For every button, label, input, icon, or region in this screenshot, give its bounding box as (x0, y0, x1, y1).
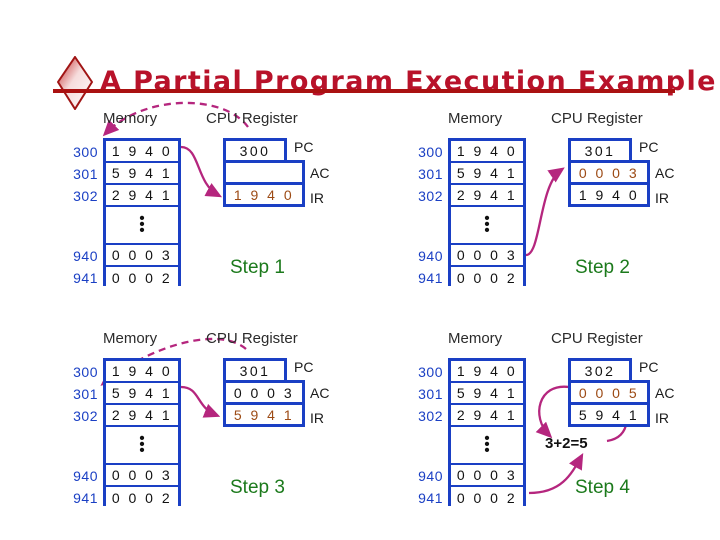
register-label-ir: IR (655, 190, 669, 206)
register-ac-value: 0 0 0 3 (223, 380, 305, 405)
diagram-step-1: Memory CPU Register 300 301 302 940 941 … (48, 101, 388, 315)
memory-address: 941 (73, 490, 98, 506)
memory-address: 300 (73, 144, 98, 160)
memory-block: 1 9 4 0 5 9 4 1 2 9 4 1 ••• 0 0 0 3 0 0 … (103, 138, 181, 289)
memory-cell: 2 9 4 1 (451, 185, 523, 207)
diagram-step-4: Memory CPU Register 300 301 302 940 941 … (393, 325, 720, 535)
memory-header: Memory (103, 330, 158, 347)
memory-address: 302 (418, 188, 443, 204)
memory-address: 300 (418, 364, 443, 380)
register-ir-value: 1 9 4 0 (568, 182, 650, 207)
memory-cell: 0 0 0 2 (106, 487, 178, 509)
register-label-ac: AC (310, 165, 330, 181)
memory-cell: 0 0 0 3 (451, 245, 523, 267)
step-label: Step 3 (230, 477, 285, 498)
memory-cell: 0 0 0 3 (106, 465, 178, 487)
cpu-header: CPU Register (206, 110, 298, 127)
title-divider (53, 89, 675, 93)
register-label-ir: IR (310, 190, 324, 206)
memory-address: 941 (73, 270, 98, 286)
diagram-step-3: Memory CPU Register 300 301 302 940 941 … (48, 325, 388, 535)
memory-address: 301 (418, 386, 443, 402)
register-label-pc: PC (294, 139, 314, 155)
memory-address: 301 (418, 166, 443, 182)
register-label-pc: PC (639, 359, 659, 375)
memory-cell: 1 9 4 0 (106, 361, 178, 383)
cpu-register-block: 300 1 9 4 0 (223, 138, 305, 207)
register-ir-value: 5 9 4 1 (223, 402, 305, 427)
memory-cell-ellipsis: ••• (451, 207, 523, 245)
memory-cell: 2 9 4 1 (106, 405, 178, 427)
cpu-header: CPU Register (551, 330, 643, 347)
register-label-pc: PC (294, 359, 314, 375)
register-label-ac: AC (655, 165, 675, 181)
memory-address: 302 (73, 408, 98, 424)
memory-address: 301 (73, 166, 98, 182)
memory-cell: 1 9 4 0 (451, 141, 523, 163)
memory-cell: 5 9 4 1 (106, 163, 178, 185)
step-label: Step 4 (575, 477, 630, 498)
memory-header: Memory (103, 110, 158, 127)
memory-block: 1 9 4 0 5 9 4 1 2 9 4 1 ••• 0 0 0 3 0 0 … (448, 138, 526, 289)
step1-arrows (102, 101, 249, 198)
memory-cell: 1 9 4 0 (451, 361, 523, 383)
memory-address: 940 (418, 468, 443, 484)
step2-arrows (525, 167, 565, 257)
memory-address: 300 (73, 364, 98, 380)
step-label: Step 2 (575, 257, 630, 278)
memory-cell-ellipsis: ••• (451, 427, 523, 465)
memory-cell: 0 0 0 2 (451, 267, 523, 289)
memory-address: 302 (73, 188, 98, 204)
memory-cell: 2 9 4 1 (106, 185, 178, 207)
memory-address: 302 (418, 408, 443, 424)
cpu-header: CPU Register (551, 110, 643, 127)
memory-header: Memory (448, 330, 503, 347)
step-label: Step 1 (230, 257, 285, 278)
memory-cell: 0 0 0 3 (106, 245, 178, 267)
cpu-register-block: 302 0 0 0 5 5 9 4 1 (568, 358, 650, 427)
memory-cell: 0 0 0 2 (106, 267, 178, 289)
register-label-pc: PC (639, 139, 659, 155)
memory-cell: 0 0 0 3 (451, 465, 523, 487)
memory-block: 1 9 4 0 5 9 4 1 2 9 4 1 ••• 0 0 0 3 0 0 … (448, 358, 526, 509)
memory-address: 300 (418, 144, 443, 160)
memory-cell-ellipsis: ••• (106, 207, 178, 245)
cpu-register-block: 301 0 0 0 3 5 9 4 1 (223, 358, 305, 427)
register-label-ac: AC (655, 385, 675, 401)
memory-address: 940 (73, 248, 98, 264)
memory-cell-ellipsis: ••• (106, 427, 178, 465)
register-ir-value: 1 9 4 0 (223, 182, 305, 207)
slide-title-bar: A Partial Program Execution Example (0, 26, 720, 110)
memory-cell: 5 9 4 1 (451, 163, 523, 185)
cpu-register-block: 301 0 0 0 3 1 9 4 0 (568, 138, 650, 207)
diagram-step-2: Memory CPU Register 300 301 302 940 941 … (393, 105, 720, 315)
step3-arrows (100, 337, 247, 418)
register-ir-value: 5 9 4 1 (568, 402, 650, 427)
memory-address: 941 (418, 270, 443, 286)
memory-cell: 1 9 4 0 (106, 141, 178, 163)
memory-block: 1 9 4 0 5 9 4 1 2 9 4 1 ••• 0 0 0 3 0 0 … (103, 358, 181, 509)
memory-address: 301 (73, 386, 98, 402)
register-pc-value: 300 (223, 138, 287, 163)
memory-cell: 5 9 4 1 (451, 383, 523, 405)
cpu-header: CPU Register (206, 330, 298, 347)
memory-header: Memory (448, 110, 503, 127)
diamond-icon (57, 56, 93, 110)
memory-cell: 2 9 4 1 (451, 405, 523, 427)
memory-address: 941 (418, 490, 443, 506)
memory-address: 940 (73, 468, 98, 484)
register-label-ir: IR (310, 410, 324, 426)
calculation-note: 3+2=5 (545, 435, 588, 452)
memory-cell: 0 0 0 2 (451, 487, 523, 509)
memory-cell: 5 9 4 1 (106, 383, 178, 405)
register-label-ac: AC (310, 385, 330, 401)
register-label-ir: IR (655, 410, 669, 426)
memory-address: 940 (418, 248, 443, 264)
